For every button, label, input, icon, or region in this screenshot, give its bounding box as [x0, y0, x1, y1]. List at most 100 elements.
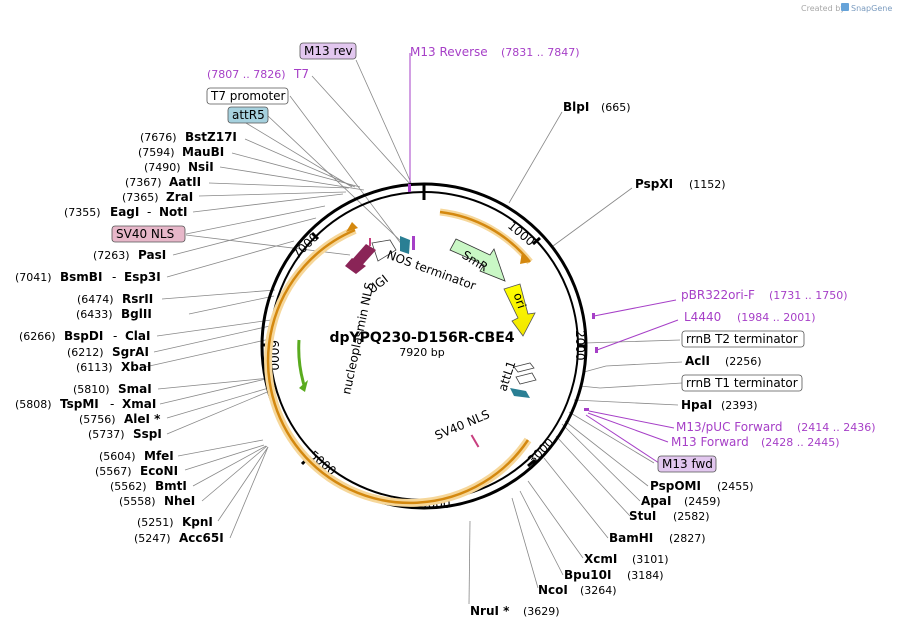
m13-reverse-pos: (7831 .. 7847): [501, 46, 580, 59]
acli-name[interactable]: AclI: [685, 354, 710, 368]
pasi-name[interactable]: PasI: [138, 248, 166, 262]
pspomi-pos: (2455): [717, 480, 754, 493]
bamhi-name[interactable]: BamHI: [609, 531, 653, 545]
bglii-name[interactable]: BglII: [121, 307, 152, 321]
eagi-name[interactable]: EagI: [110, 205, 139, 219]
maubi-pos: (7594): [138, 146, 175, 159]
nucleoplasmin-arrowhead: [345, 258, 366, 274]
ruler-label-2000: 2000: [573, 330, 587, 361]
acc65i-name[interactable]: Acc65I: [179, 531, 224, 545]
m13-reverse-name[interactable]: M13 Reverse: [410, 45, 488, 59]
xmai-name[interactable]: XmaI: [122, 397, 156, 411]
eagi-noti-pos: (7355): [64, 206, 101, 219]
clai-name[interactable]: ClaI: [125, 329, 150, 343]
stui-pos: (2582): [673, 510, 710, 523]
hpai-pos: (2393): [721, 399, 758, 412]
l4440-pos: (1984 .. 2001): [737, 311, 816, 324]
econi-name[interactable]: EcoNI: [140, 464, 178, 478]
bspdi-pos: (6266): [19, 330, 56, 343]
alei-pos: (5756): [79, 413, 116, 426]
bmti-pos: (5562): [110, 480, 147, 493]
nhei-pos: (5558): [119, 495, 156, 508]
m13-rev-box[interactable]: [299, 42, 357, 60]
bsmbi-name[interactable]: BsmBI: [60, 270, 102, 284]
eagi-noti-sep: -: [147, 205, 151, 219]
right-inner-features: attL1 SV40 NLS: [433, 359, 537, 448]
tspmi-pos: (5808): [15, 398, 52, 411]
t7-promoter-box[interactable]: [206, 87, 289, 105]
bpu10i-pos: (3184): [627, 569, 664, 582]
rsrii-name[interactable]: RsrII: [122, 292, 153, 306]
ugi-feature: [371, 239, 397, 262]
ori-label: ori: [511, 291, 529, 310]
ori-feature: ori: [503, 283, 536, 337]
noti-name[interactable]: NotI: [159, 205, 188, 219]
kpni-pos: (5251): [137, 516, 174, 529]
bmti-name[interactable]: BmtI: [155, 479, 187, 493]
pasi-pos: (7263): [93, 249, 130, 262]
primer-site-t7: [412, 236, 415, 250]
blpi-name[interactable]: BlpI: [563, 100, 589, 114]
attr5-box[interactable]: [227, 106, 269, 124]
econi-pos: (5567): [95, 465, 132, 478]
snapgene-logo-icon: [841, 3, 849, 11]
ncoi-pos: (3264): [580, 584, 617, 597]
t7-name[interactable]: T7: [293, 67, 309, 81]
nhei-name[interactable]: NheI: [164, 494, 195, 508]
pbr322-name[interactable]: pBR322ori-F: [681, 288, 755, 302]
apai-pos: (2459): [684, 495, 721, 508]
bpu10i-name[interactable]: Bpu10I: [564, 568, 611, 582]
m13-forward-name[interactable]: M13 Forward: [671, 435, 749, 449]
nrui-name[interactable]: NruI *: [470, 604, 510, 618]
m13-puc-name[interactable]: M13/pUC Forward: [676, 420, 783, 434]
rrnb-t1-feature: [515, 372, 537, 385]
kpni-name[interactable]: KpnI: [182, 515, 213, 529]
bsmbi-pos: (7041): [15, 271, 52, 284]
pspomi-name[interactable]: PspOMI: [650, 479, 701, 493]
rrnb-t1-box[interactable]: [681, 374, 803, 392]
tspmi-sep: -: [110, 397, 114, 411]
tspmi-name[interactable]: TspMI: [60, 397, 99, 411]
pspxi-name[interactable]: PspXI: [635, 177, 673, 191]
mfei-name[interactable]: MfeI: [144, 449, 174, 463]
acc65i-pos: (5247): [134, 532, 171, 545]
apai-name[interactable]: ApaI: [641, 494, 671, 508]
alei-name[interactable]: AleI *: [124, 412, 161, 426]
hpai-name[interactable]: HpaI: [681, 398, 712, 412]
primer-site-marks: [408, 184, 598, 411]
feature-arcs: [264, 208, 533, 507]
l4440-name[interactable]: L4440: [684, 310, 721, 324]
right-labels: M13 Reverse (7831 .. 7847) BlpI (665) Ps…: [410, 45, 876, 618]
zrai-name[interactable]: ZraI: [166, 190, 193, 204]
sgrai-pos: (6212): [67, 346, 104, 359]
esp3i-name[interactable]: Esp3I: [124, 270, 161, 284]
sspi-pos: (5737): [88, 428, 125, 441]
aatii-pos: (7367): [125, 176, 162, 189]
m13-fwd-box[interactable]: [657, 455, 717, 473]
t7-pos: (7807 .. 7826): [207, 68, 286, 81]
sspi-name[interactable]: SspI: [133, 427, 162, 441]
rsrii-pos: (6474): [77, 293, 114, 306]
zrai-pos: (7365): [122, 191, 159, 204]
m13-puc-pos: (2414 .. 2436): [797, 421, 876, 434]
smai-pos: (5810): [73, 383, 110, 396]
plasmid-name: dpYPQ230-D156R-CBE4: [329, 330, 514, 346]
sgrai-name[interactable]: SgrAI: [112, 345, 149, 359]
top-inner-features: [345, 236, 415, 274]
attl1-label: attL1: [496, 359, 519, 393]
aatii-name[interactable]: AatII: [169, 175, 201, 189]
bspdi-name[interactable]: BspDI: [64, 329, 103, 343]
rrnb-t2-box[interactable]: [681, 330, 805, 348]
stui-name[interactable]: StuI: [629, 509, 656, 523]
smai-name[interactable]: SmaI: [118, 382, 152, 396]
sv40-nls-box[interactable]: [111, 225, 186, 243]
ncoi-name[interactable]: NcoI: [538, 583, 568, 597]
bstz17i-name[interactable]: BstZ17I: [185, 130, 237, 144]
maubi-name[interactable]: MauBI: [182, 145, 224, 159]
nsii-name[interactable]: NsiI: [188, 160, 214, 174]
sv40-nls-box-label: SV40 NLS: [116, 227, 174, 241]
xbai-name[interactable]: XbaI: [121, 360, 151, 374]
xcmi-name[interactable]: XcmI: [584, 552, 617, 566]
sv40-nls-mark: [369, 238, 371, 246]
